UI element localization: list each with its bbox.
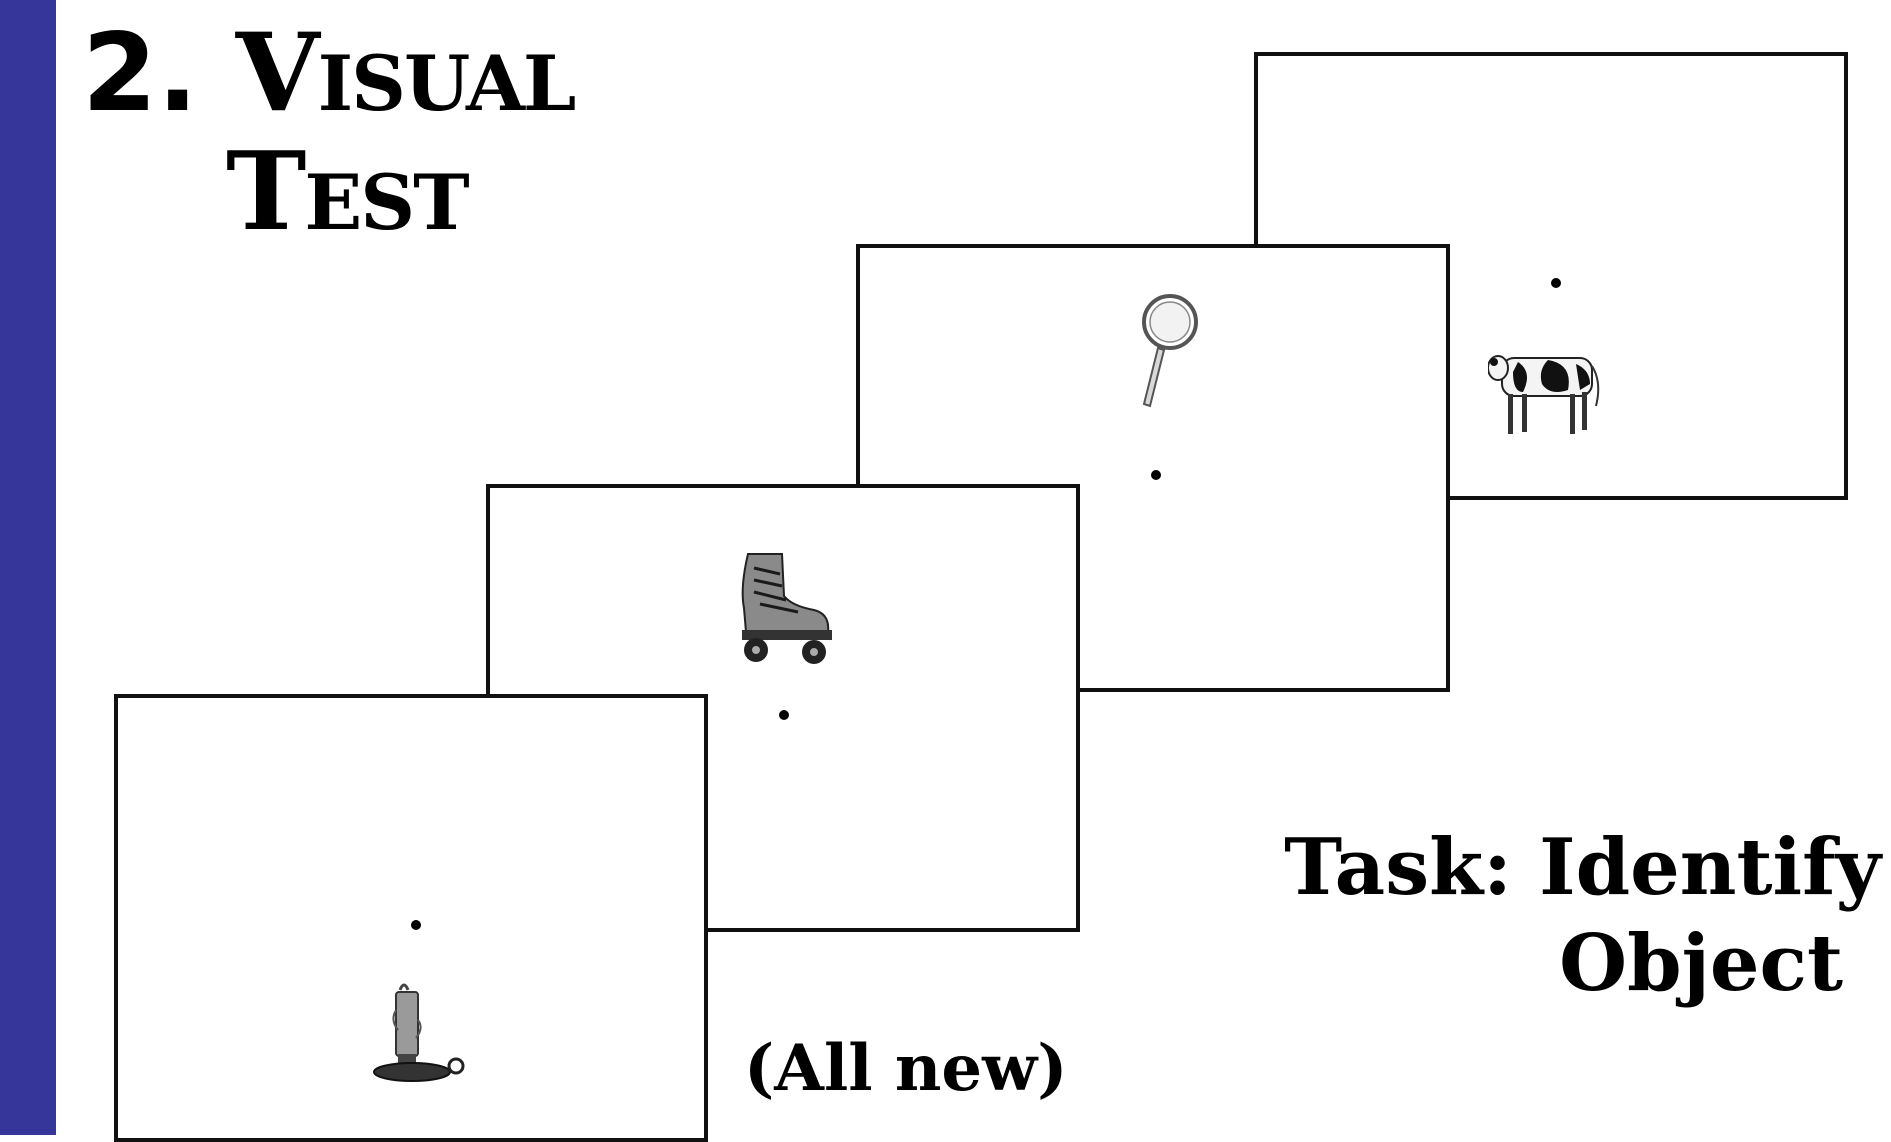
fixation-dot	[411, 920, 421, 930]
sidebar-accent	[0, 0, 56, 1135]
roller-skate-icon	[741, 553, 832, 664]
trial-frame-1	[114, 694, 708, 1142]
all-new-note: (All new)	[744, 1031, 1068, 1106]
cow-icon	[1488, 355, 1600, 434]
slide-title: 2. Visual Test	[82, 11, 576, 255]
magnifying-glass-icon	[1142, 294, 1198, 408]
fixation-dot	[1151, 470, 1161, 480]
candle-icon	[373, 983, 465, 1082]
fixation-dot	[1551, 278, 1561, 288]
task-label: Task: Identify Object	[1284, 820, 1881, 1012]
task-line-2: Object	[1559, 918, 1843, 1009]
title-number: 2.	[82, 11, 199, 136]
trial-frame-3	[856, 244, 1450, 692]
fixation-dot	[779, 710, 789, 720]
title-word-visual: Visual	[235, 10, 577, 136]
task-line-1: Task: Identify	[1284, 822, 1881, 913]
title-word-test: Test	[226, 129, 470, 255]
